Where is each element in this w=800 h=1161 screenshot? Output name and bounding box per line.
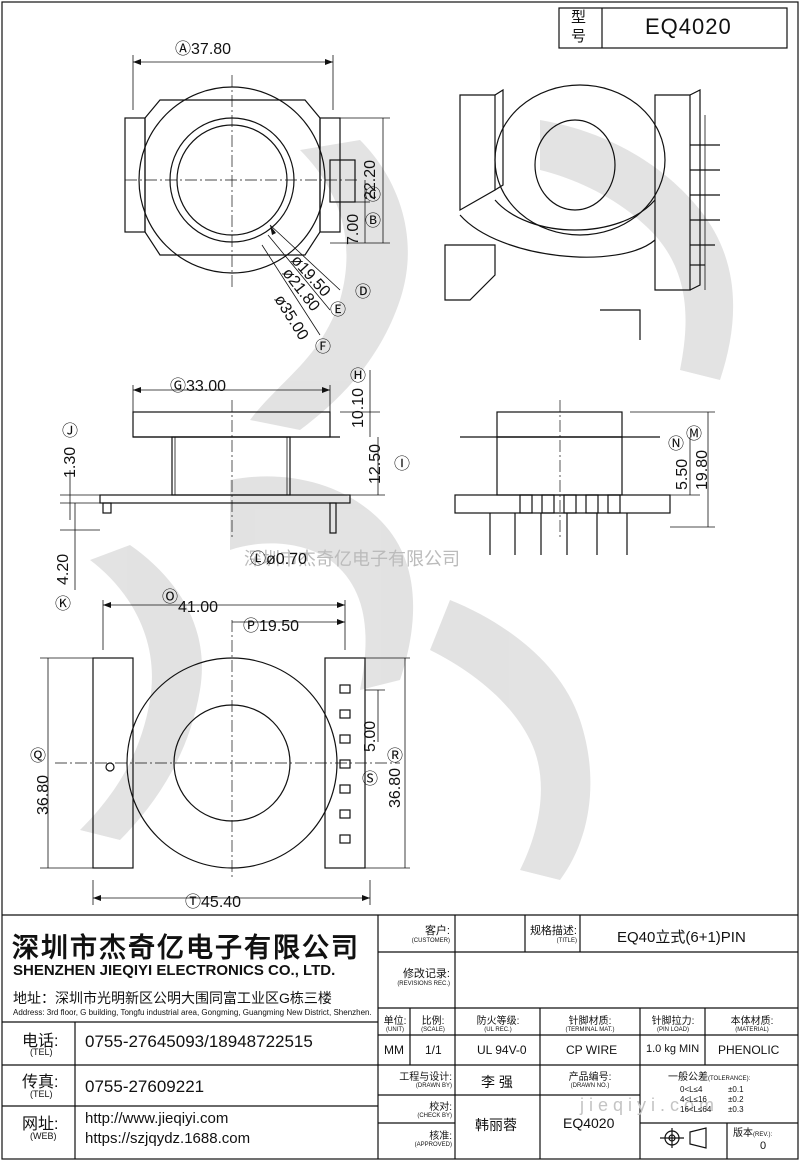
fax-label-en: (TEL) xyxy=(30,1089,53,1099)
dim-H: 10.10 xyxy=(350,387,367,428)
tolerance-rows: 0<L≤4±0.1 4<L≤16±0.2 16<L≤64±0.3 xyxy=(680,1085,744,1115)
dim-G: Ⓖ33.00 xyxy=(170,378,227,395)
drawn-no-value: EQ4020 xyxy=(563,1115,615,1131)
title-block-grid xyxy=(2,914,798,1159)
col-scale: 比例:(SCALE) xyxy=(421,1016,445,1033)
dim-B-circle: Ⓑ xyxy=(365,213,382,230)
dim-K: 4.20 xyxy=(55,553,72,585)
dim-S-circle: Ⓢ xyxy=(362,771,379,788)
dim-P: Ⓟ19.50 xyxy=(243,618,300,635)
dim-L: Ⓛø0.70 xyxy=(250,551,307,568)
model-label: 型 号 xyxy=(571,8,586,46)
col-ul-value: UL 94V-0 xyxy=(477,1043,527,1057)
web-link-2[interactable]: https://szjqydz.1688.com xyxy=(85,1130,251,1147)
web-link-1[interactable]: http://www.jieqiyi.com xyxy=(85,1110,229,1127)
dim-M-circle: Ⓜ xyxy=(686,426,703,443)
col-terminal-value: CP WIRE xyxy=(566,1043,618,1057)
top-view xyxy=(124,55,390,336)
version-label: 版本(REV.): xyxy=(733,1128,773,1139)
tel-label-en: (TEL) xyxy=(30,1047,53,1057)
check-by-label: 校对:(CHECK BY) xyxy=(417,1102,452,1119)
col-material-value: PHENOLIC xyxy=(718,1043,780,1057)
dim-S: 5.00 xyxy=(362,720,379,752)
tol-row: 0<L≤4±0.1 xyxy=(680,1085,744,1094)
model-label-line1: 型 xyxy=(571,9,587,26)
dim-K-circle: Ⓚ xyxy=(55,596,72,613)
dim-D-circle: Ⓓ xyxy=(355,284,372,301)
col-ul: 防火等级:(UL REC.) xyxy=(476,1016,520,1033)
dim-F-circle: Ⓕ xyxy=(315,339,332,356)
approved-label: 核准:(APPROVED) xyxy=(414,1131,452,1148)
col-material: 本体材质:(MATERIAL) xyxy=(730,1016,774,1033)
dim-R: 36.80 xyxy=(387,767,404,808)
watermark-text: 深圳市杰奇亿电子有限公司 xyxy=(244,549,460,569)
version-value: 0 xyxy=(760,1140,767,1152)
revisions-label: 修改记录:(REVISIONS REC.) xyxy=(397,968,450,987)
side-view xyxy=(454,400,715,555)
isometric-view xyxy=(444,84,720,340)
front-view xyxy=(60,370,385,590)
address-cn: 地址：深圳市光明新区公明大围同富工业区G栋三楼 xyxy=(13,990,332,1006)
tolerance-label: 一般公差(TOLERANCE): xyxy=(668,1072,751,1083)
watermark-site: j i e q i y i . c o m xyxy=(580,1095,715,1115)
bottom-view xyxy=(40,600,410,905)
dim-I: 12.50 xyxy=(367,443,384,484)
company-name-en: SHENZHEN JIEQIYI ELECTRONICS CO., LTD. xyxy=(13,962,336,979)
dim-O: Ⓞ41.00 xyxy=(162,589,219,616)
tel-label: 电话: xyxy=(22,1033,59,1050)
dim-T: Ⓣ45.40 xyxy=(185,894,242,911)
dim-N-circle: Ⓝ xyxy=(668,436,685,453)
company-name-cn: 深圳市杰奇亿电子有限公司 xyxy=(12,933,360,963)
col-scale-value: 1/1 xyxy=(425,1043,442,1057)
dim-E-circle: Ⓔ xyxy=(330,302,347,319)
web-label: 网址: xyxy=(22,1116,59,1133)
drawn-by-value: 李 强 xyxy=(481,1074,513,1090)
projection-symbol xyxy=(660,1127,707,1149)
dim-H-circle: Ⓗ xyxy=(350,368,367,385)
drawn-by-label: 工程与设计:(DRAWN BY) xyxy=(399,1072,452,1089)
col-unit: 单位:(UNIT) xyxy=(383,1016,407,1033)
col-pinload: 针脚拉力:(PIN LOAD) xyxy=(651,1016,695,1033)
fax-label: 传真: xyxy=(22,1074,59,1091)
col-pinload-value: 1.0 kg MIN xyxy=(646,1043,700,1055)
tol-row: 16<L≤64±0.3 xyxy=(680,1105,744,1114)
model-label-line2: 号 xyxy=(571,28,587,45)
fax-value: 0755-27609221 xyxy=(85,1077,205,1096)
dim-Q: 36.80 xyxy=(35,774,52,815)
title-label: 规格描述:(TITLE) xyxy=(529,925,577,944)
dim-A: Ⓐ37.80 xyxy=(175,41,232,58)
model-value: EQ4020 xyxy=(645,14,732,39)
watermark-logo xyxy=(80,120,734,880)
dim-J-circle: Ⓙ xyxy=(62,423,79,440)
dim-R-circle: Ⓡ xyxy=(387,748,404,765)
dim-C: 7.00 xyxy=(345,213,362,245)
tol-row: 4<L≤16±0.2 xyxy=(680,1095,744,1104)
title-value: EQ40立式(6+1)PIN xyxy=(617,929,746,946)
dim-N: 5.50 xyxy=(674,458,691,490)
dim-I-circle: Ⓘ xyxy=(394,456,411,473)
model-box xyxy=(558,7,788,49)
dim-C-circle: Ⓒ xyxy=(365,187,382,204)
dim-M: 19.80 xyxy=(694,449,711,490)
web-label-en: (WEB) xyxy=(30,1131,57,1141)
address-en: Address: 3rd floor, G building, Tongfu i… xyxy=(13,1008,372,1017)
approved-value: 韩丽蓉 xyxy=(475,1117,517,1133)
tel-value: 0755-27645093/18948722515 xyxy=(85,1032,313,1051)
col-unit-value: MM xyxy=(384,1043,404,1057)
customer-label: 客户:(CUSTOMER) xyxy=(411,925,450,944)
drawn-no-label: 产品编号:(DRAWN NO.) xyxy=(568,1072,612,1089)
dim-J: 1.30 xyxy=(62,446,79,478)
col-terminal: 针脚材质:(TERMINAL MAT.) xyxy=(565,1016,615,1033)
dim-Q-circle: Ⓠ xyxy=(30,748,47,765)
